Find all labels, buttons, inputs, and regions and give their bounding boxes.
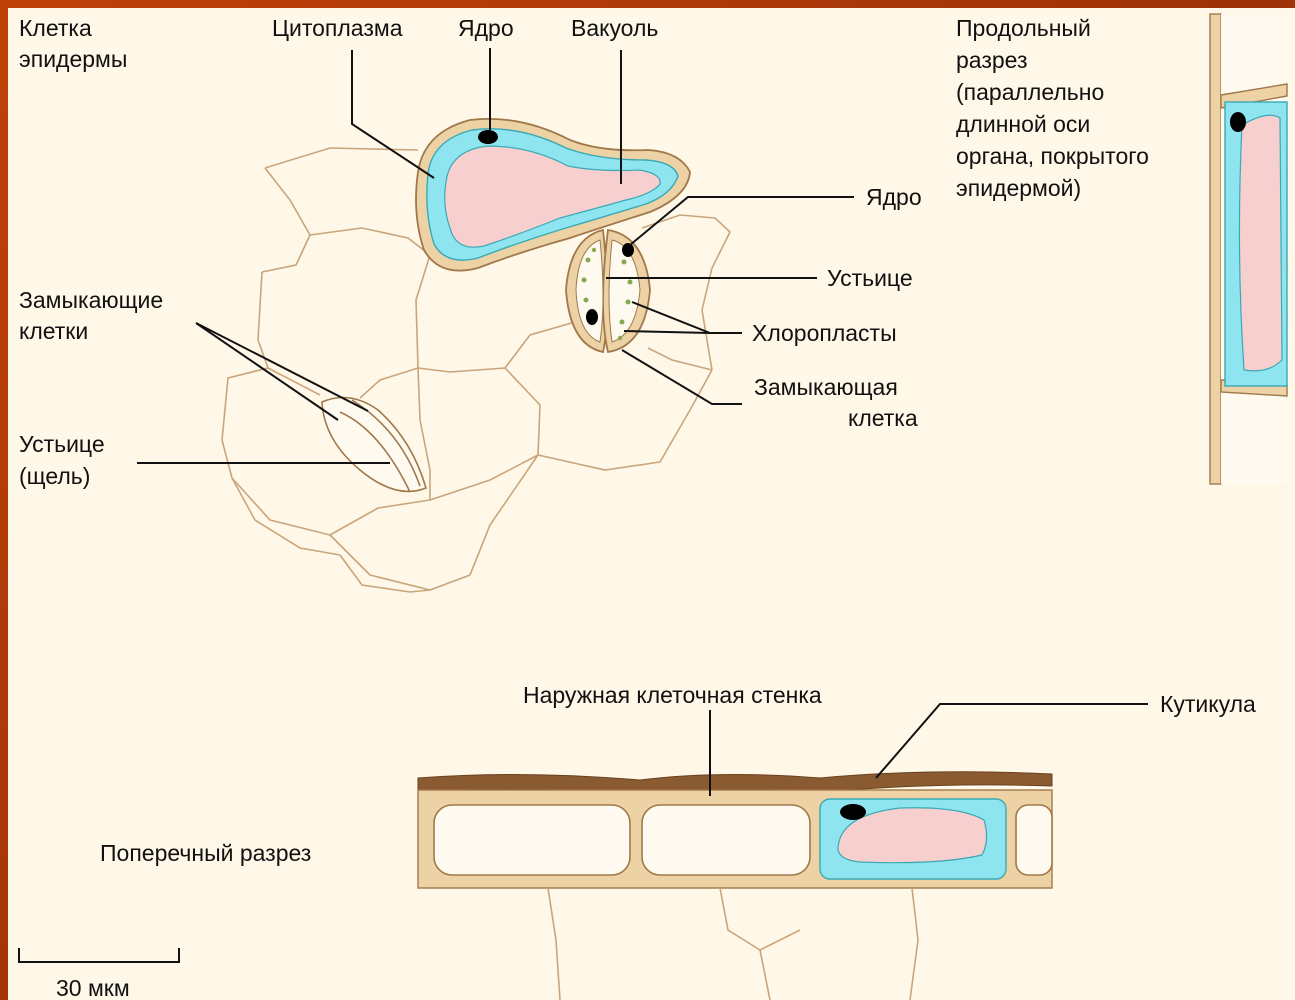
label-chloroplasts: Хлоропласты <box>752 320 897 346</box>
label-longitudinal-2: разрез <box>956 47 1028 73</box>
label-epidermis-cell-2: эпидермы <box>19 46 127 72</box>
label-cuticle: Кутикула <box>1160 691 1256 717</box>
label-cross-section: Поперечный разрез <box>100 840 311 866</box>
scale-bar <box>19 948 179 962</box>
stoma-right <box>566 230 650 352</box>
cross-section <box>418 772 1052 1000</box>
label-guard-cells-2: клетки <box>19 318 88 344</box>
label-nucleus-right: Ядро <box>866 184 922 210</box>
stoma-left <box>322 398 426 493</box>
label-vacuole: Вакуоль <box>571 15 658 41</box>
label-stoma-slit-1: Устьице <box>19 431 105 457</box>
label-stoma-slit-2: (щель) <box>19 463 90 489</box>
label-guard-cell-1: Замыкающая <box>754 374 898 400</box>
nucleus-top <box>478 130 498 144</box>
label-epidermis-cell-1: Клетка <box>19 15 92 41</box>
label-longitudinal-1: Продольный <box>956 15 1091 41</box>
label-cytoplasm: Цитоплазма <box>272 15 403 41</box>
label-longitudinal-4: длинной оси <box>956 111 1090 137</box>
label-longitudinal-3: (параллельно <box>956 79 1104 105</box>
label-longitudinal-6: эпидермой) <box>956 175 1081 201</box>
label-longitudinal-5: органа, покрытого <box>956 143 1149 169</box>
label-scale-bar: 30 мкм <box>56 975 130 1000</box>
longitudinal-section <box>1210 14 1287 484</box>
label-guard-cells-1: Замыкающие <box>19 287 163 313</box>
label-guard-cell-2: клетка <box>848 405 918 431</box>
label-outer-cell-wall: Наружная клеточная стенка <box>523 682 822 708</box>
label-stoma-right: Устьице <box>827 265 913 291</box>
epidermis-cell-detailed <box>416 119 690 271</box>
label-nucleus-top: Ядро <box>458 15 514 41</box>
